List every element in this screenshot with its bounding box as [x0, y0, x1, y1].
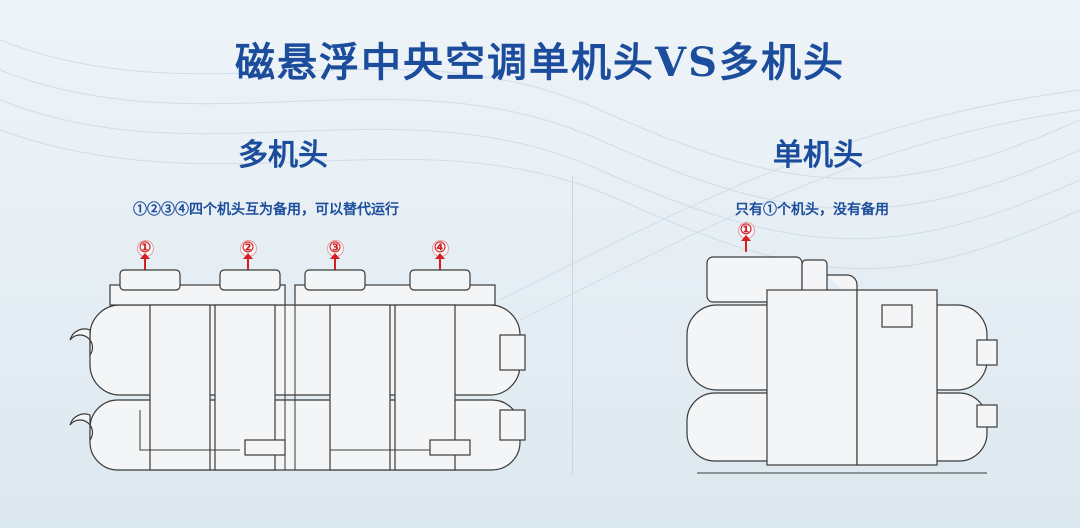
single-heading: 单机头	[773, 138, 863, 173]
multi-caption: ①②③④四个机头互为备用，可以替代运行	[133, 202, 399, 218]
compressor-marker-1: ①	[135, 240, 155, 270]
divider	[572, 175, 573, 475]
arrow-up-icon	[330, 253, 340, 270]
arrow-up-icon	[741, 235, 751, 252]
compressor-marker-single: ①	[736, 222, 756, 252]
multi-heading: 多机头	[238, 138, 328, 173]
arrow-up-icon	[435, 253, 445, 270]
single-head-chiller-drawing	[686, 256, 998, 474]
page-title: 磁悬浮中央空调单机头VS多机头	[235, 39, 845, 86]
arrow-up-icon	[140, 253, 150, 270]
multi-head-chiller-drawing	[69, 269, 526, 471]
arrow-up-icon	[243, 253, 253, 270]
compressor-marker-4: ④	[430, 240, 450, 270]
compressor-marker-3: ③	[325, 240, 345, 270]
compressor-marker-2: ②	[238, 240, 258, 270]
single-caption: 只有①个机头，没有备用	[735, 202, 889, 218]
